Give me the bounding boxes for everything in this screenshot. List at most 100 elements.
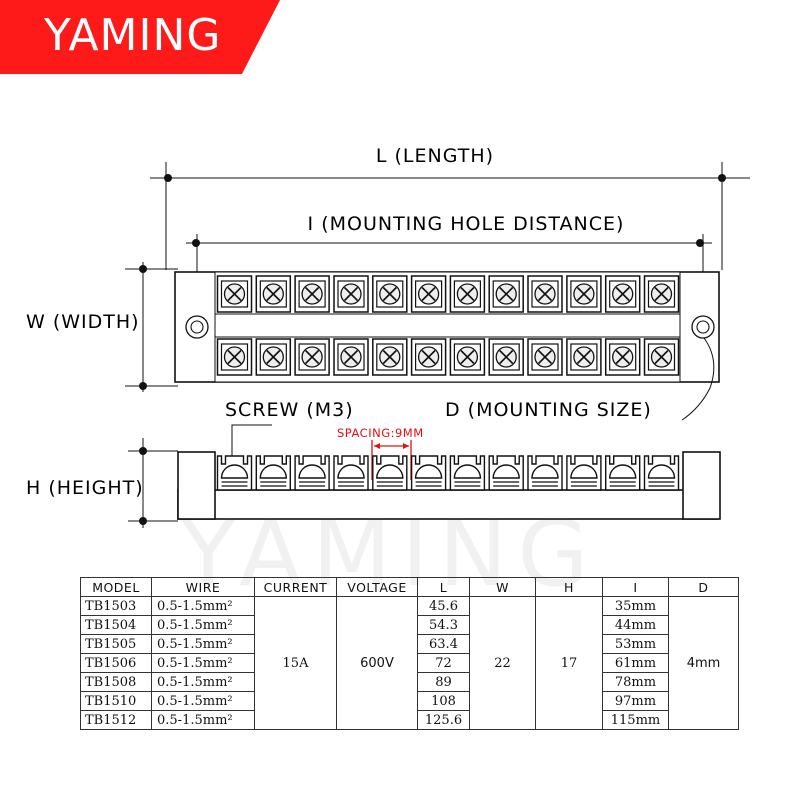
spec-table-header-row: MODEL WIRE CURRENT VOLTAGE L W H I D: [80, 577, 739, 597]
top-screw-lower: [643, 338, 680, 376]
top-screw-lower: [449, 338, 486, 376]
top-screw-lower: [371, 338, 408, 376]
cell-wire: 0.5-1.5mm²: [151, 672, 255, 692]
screw-leader-line: [231, 424, 272, 470]
top-screw-upper: [216, 275, 253, 313]
cell-wire: 0.5-1.5mm²: [151, 634, 255, 654]
top-screw-upper: [643, 275, 680, 313]
top-screw-lower: [604, 338, 641, 376]
table-row: TB1506 0.5-1.5mm² 72 61mm: [80, 653, 739, 673]
cell-l: 63.4: [417, 634, 470, 654]
top-screw-lower: [255, 338, 292, 376]
width-label: W (WIDTH): [26, 311, 140, 333]
cell-l: 89: [417, 672, 470, 692]
height-label: H (HEIGHT): [26, 477, 144, 499]
side-screw: [372, 455, 408, 491]
top-screw-upper: [488, 275, 525, 313]
side-screw-row: [216, 455, 680, 491]
cell-voltage: 600V: [336, 596, 418, 730]
side-screw: [449, 455, 486, 491]
cell-model: TB1508: [80, 672, 152, 692]
top-screw-lower: [527, 338, 563, 376]
terminal-block-side-view: [177, 451, 721, 520]
brand-logo-banner: [0, 0, 280, 74]
cell-wire: 0.5-1.5mm²: [151, 653, 255, 673]
header-model: MODEL: [80, 577, 152, 597]
cell-current: 15A: [254, 596, 337, 730]
cell-d: 4mm: [668, 596, 739, 730]
header-d: D: [668, 577, 739, 597]
width-dimension: W (WIDTH): [26, 262, 178, 392]
table-row: TB1512 0.5-1.5mm² 125.6 115mm: [80, 710, 739, 730]
cell-wire: 0.5-1.5mm²: [151, 710, 255, 730]
side-screw: [255, 455, 291, 491]
top-screw-lower: [294, 338, 330, 376]
top-screw-upper: [527, 275, 563, 313]
cell-l: 125.6: [417, 710, 470, 730]
side-end-cap-right: [682, 451, 721, 520]
side-screw: [488, 455, 524, 491]
top-screw-lower: [410, 338, 447, 376]
header-i: I: [602, 577, 669, 597]
top-screw-upper: [410, 275, 447, 313]
side-end-cap-left: [177, 451, 216, 520]
mounting-size-label: D (MOUNTING SIZE): [445, 399, 652, 421]
table-row: TB1508 0.5-1.5mm² 89 78mm: [80, 672, 739, 692]
top-screw-lower: [566, 338, 602, 376]
cell-w: 22: [469, 596, 536, 730]
mounting-hole-left: [185, 315, 209, 339]
header-w: W: [469, 577, 536, 597]
cell-i: 35mm: [602, 596, 669, 616]
side-screw: [643, 455, 680, 491]
top-screw-lower: [333, 338, 369, 376]
table-row: TB1505 0.5-1.5mm² 63.4 53mm: [80, 634, 739, 654]
side-screw: [566, 455, 602, 491]
spacing-label: SPACING:9MM: [337, 426, 424, 440]
header-current: CURRENT: [254, 577, 337, 597]
cell-l: 108: [417, 691, 470, 711]
mounting-hole-right: [691, 315, 715, 339]
side-screw: [527, 455, 563, 491]
header-voltage: VOLTAGE: [336, 577, 418, 597]
side-screw: [410, 455, 447, 491]
cell-i: 53mm: [602, 634, 669, 654]
cell-model: TB1506: [80, 653, 152, 673]
table-row: TB1504 0.5-1.5mm² 54.3 44mm: [80, 615, 739, 635]
cell-wire: 0.5-1.5mm²: [151, 596, 255, 616]
cell-i: 97mm: [602, 691, 669, 711]
top-screw-upper: [449, 275, 486, 313]
table-row: TB1510 0.5-1.5mm² 108 97mm: [80, 691, 739, 711]
terminal-block-top-view: [174, 271, 720, 383]
length-dimension: L (LENGTH): [150, 145, 750, 270]
header-h: H: [535, 577, 603, 597]
cell-model: TB1505: [80, 634, 152, 654]
cell-i: 78mm: [602, 672, 669, 692]
screw-label: SCREW (M3): [225, 399, 354, 421]
cell-model: TB1504: [80, 615, 152, 635]
cell-i: 44mm: [602, 615, 669, 635]
table-row: TB1503 0.5-1.5mm² 15A 600V 45.6 22 17 35…: [80, 596, 739, 730]
cell-l: 72: [417, 653, 470, 673]
height-dimension: H (HEIGHT): [26, 438, 178, 528]
cell-i: 61mm: [602, 653, 669, 673]
top-screw-lower: [488, 338, 525, 376]
mounting-leader-line: [681, 337, 715, 421]
cell-h: 17: [535, 596, 603, 730]
cell-model: TB1510: [80, 691, 152, 711]
brand-logo-text: YAMING: [44, 10, 222, 61]
spec-table: MODEL WIRE CURRENT VOLTAGE L W H I D TB1…: [80, 577, 739, 730]
cell-l: 54.3: [417, 615, 470, 635]
hole-distance-label: I (MOUNTING HOLE DISTANCE): [308, 213, 625, 235]
header-l: L: [417, 577, 470, 597]
cell-l: 45.6: [417, 596, 470, 616]
header-wire: WIRE: [151, 577, 255, 597]
top-screw-upper: [333, 275, 369, 313]
side-screw: [333, 455, 369, 491]
side-screw: [216, 455, 253, 491]
top-screw-upper: [371, 275, 408, 313]
cell-wire: 0.5-1.5mm²: [151, 615, 255, 635]
top-screw-upper: [566, 275, 602, 313]
top-screw-lower: [216, 338, 253, 376]
side-screw: [294, 455, 330, 491]
